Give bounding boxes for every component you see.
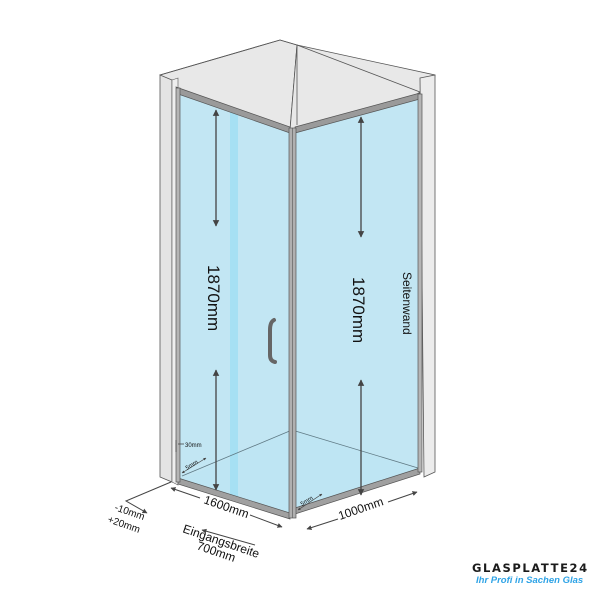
front-height-label: 1870mm	[204, 265, 223, 331]
floor-edge-right	[291, 429, 419, 469]
entry-width-dimension	[201, 528, 256, 546]
side-glass-panel	[295, 95, 420, 510]
brand-name: GLASPLATTE24	[472, 561, 589, 575]
tolerance-annotation	[124, 481, 172, 514]
brand-tagline: Ihr Profi in Sachen Glas	[476, 575, 584, 586]
brand-logo: GLASPLATTE24 Ihr Profi in Sachen Glas	[472, 562, 600, 587]
front-width-dimension	[170, 487, 283, 528]
svg-text:30mm: 30mm	[185, 443, 202, 449]
left-wall	[159, 74, 179, 486]
frame-profiles	[175, 86, 423, 520]
side-height-label: 1870mm	[349, 277, 368, 343]
profile-width-annotation: 30mm	[175, 440, 202, 452]
door-overlap-strip	[230, 107, 238, 497]
front-glass-panel	[178, 90, 290, 515]
side-width-dimension	[306, 491, 418, 530]
side-wall-label: Seitenwand	[400, 272, 414, 335]
door-handle	[268, 318, 277, 364]
right-wall	[419, 74, 436, 478]
